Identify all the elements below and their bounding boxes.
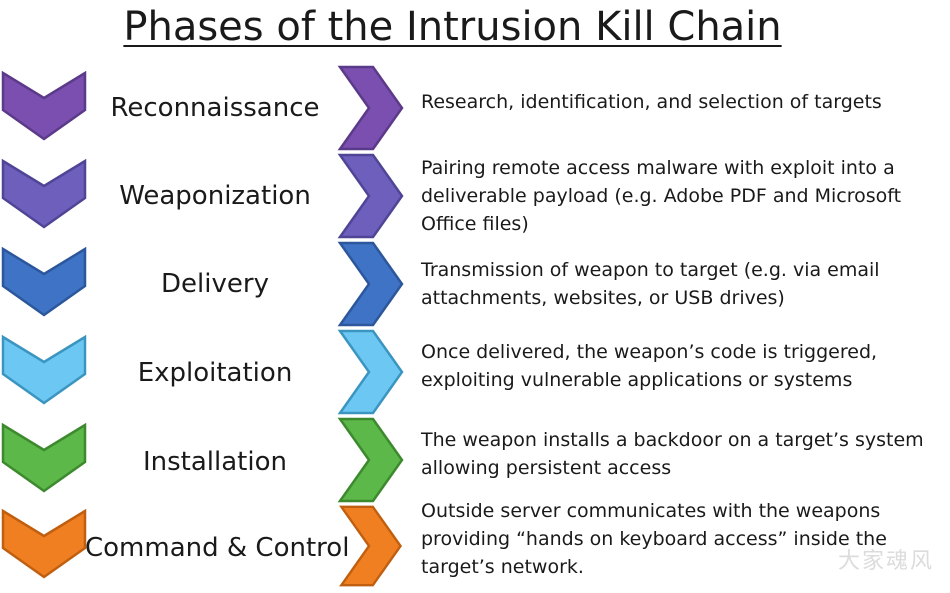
phase-description: Transmission of weapon to target (e.g. v… bbox=[421, 256, 943, 312]
description-line: Outside server communicates with the wea… bbox=[421, 500, 881, 522]
description-line: attachments, websites, or USB drives) bbox=[421, 287, 785, 309]
phase-installation: Installation The weapon installs a backd… bbox=[0, 414, 950, 503]
description-line: Once delivered, the weapon’s code is tri… bbox=[421, 341, 878, 363]
chevron-down-icon bbox=[1, 334, 87, 405]
arrow-right-icon bbox=[337, 417, 404, 503]
phase-description: Outside server communicates with the wea… bbox=[421, 497, 943, 581]
phase-delivery: Delivery Transmission of weapon to targe… bbox=[0, 238, 950, 327]
phase-weaponization: Weaponization Pairing remote access malw… bbox=[0, 150, 950, 239]
arrow-right-icon bbox=[337, 65, 404, 151]
phase-name: Reconnaissance bbox=[110, 93, 320, 123]
arrow-right-icon bbox=[337, 329, 404, 415]
description-line: Pairing remote access malware with explo… bbox=[421, 157, 895, 179]
phase-name: Exploitation bbox=[137, 358, 293, 388]
phase-description: Research, identification, and selection … bbox=[421, 88, 943, 116]
phase-command-and-control: Command & Control Outside server communi… bbox=[0, 500, 950, 588]
description-line: providing “hands on keyboard access” ins… bbox=[421, 528, 887, 550]
chevron-down-icon bbox=[1, 422, 87, 493]
arrow-right-icon bbox=[337, 241, 404, 327]
chevron-down-icon bbox=[1, 70, 87, 141]
phase-name: Delivery bbox=[161, 269, 269, 299]
phase-name: Command & Control bbox=[85, 533, 350, 563]
chevron-down-icon bbox=[1, 508, 87, 579]
description-line: exploiting vulnerable applications or sy… bbox=[421, 369, 853, 391]
description-line: Transmission of weapon to target (e.g. v… bbox=[421, 259, 880, 281]
phase-name: Installation bbox=[142, 447, 287, 477]
description-line: The weapon installs a backdoor on a targ… bbox=[421, 429, 924, 451]
phase-description: Pairing remote access malware with explo… bbox=[421, 154, 943, 238]
chevron-down-icon bbox=[1, 246, 87, 317]
description-line: Research, identification, and selection … bbox=[421, 91, 882, 113]
description-line: deliverable payload (e.g. Adobe PDF and … bbox=[421, 185, 902, 207]
phase-name: Weaponization bbox=[119, 181, 311, 211]
phase-description: Once delivered, the weapon’s code is tri… bbox=[421, 338, 943, 394]
phase-description: The weapon installs a backdoor on a targ… bbox=[421, 426, 943, 482]
phase-reconnaissance: Reconnaissance Research, identification,… bbox=[0, 62, 950, 151]
phase-exploitation: Exploitation Once delivered, the weapon’… bbox=[0, 326, 950, 415]
description-line: allowing persistent access bbox=[421, 457, 672, 479]
chevron-down-icon bbox=[1, 158, 87, 229]
arrow-right-icon bbox=[339, 505, 403, 587]
arrow-right-icon bbox=[337, 153, 404, 239]
description-line: target’s network. bbox=[421, 556, 584, 578]
description-line: Office files) bbox=[421, 213, 529, 235]
page-title: Phases of the Intrusion Kill Chain bbox=[123, 4, 782, 50]
watermark: 大家魂风 bbox=[837, 549, 934, 574]
